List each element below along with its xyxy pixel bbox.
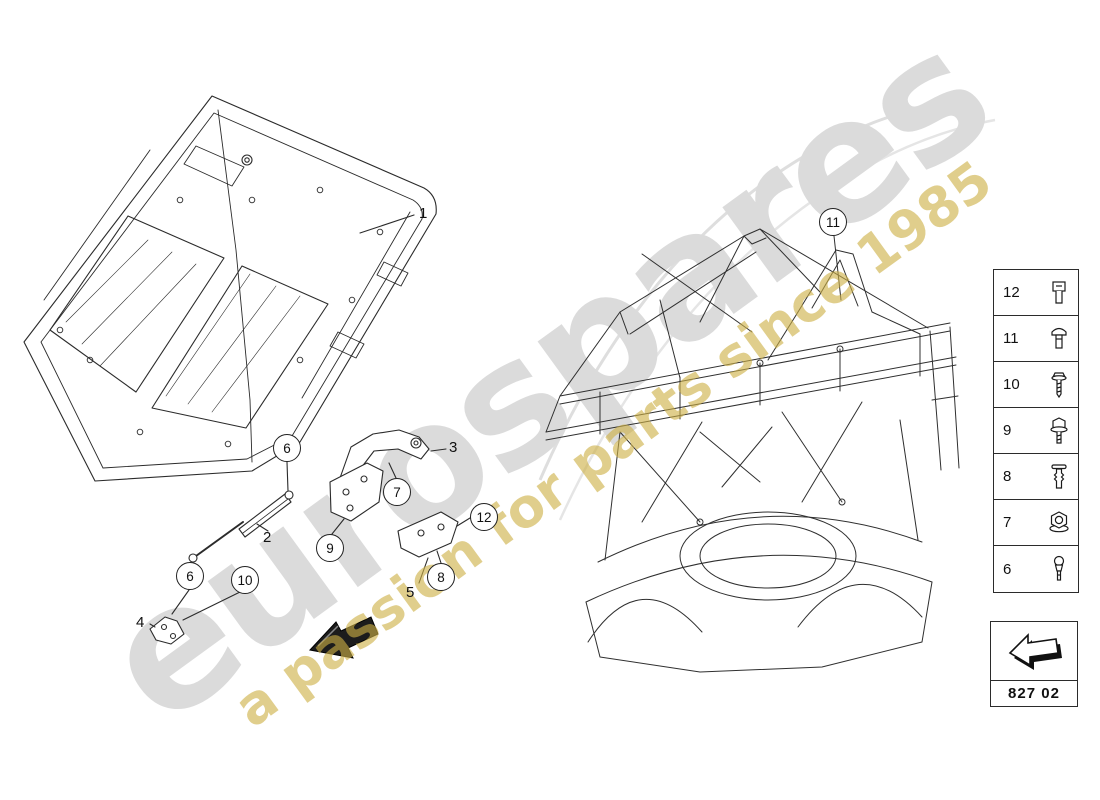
callout-6-bracket[interactable]: 6	[176, 562, 204, 590]
legend-row-9[interactable]: 9	[994, 408, 1078, 454]
legend-number: 6	[1003, 560, 1012, 578]
callout-3[interactable]: 3	[449, 439, 458, 456]
ball-stud-icon	[1047, 553, 1071, 585]
callout-7[interactable]: 7	[383, 478, 411, 506]
flange-nut-icon	[1047, 507, 1071, 539]
part-group-code: 827 02	[991, 680, 1077, 706]
part-group-box[interactable]: 827 02	[990, 621, 1078, 707]
chassis-drawing	[545, 228, 960, 673]
callout-8[interactable]: 8	[427, 563, 455, 591]
legend-row-6[interactable]: 6	[994, 546, 1078, 592]
legend-number: 10	[1003, 376, 1020, 393]
legend-row-11[interactable]: 11	[994, 316, 1078, 362]
legend-row-7[interactable]: 7	[994, 500, 1078, 546]
callout-10[interactable]: 10	[231, 566, 259, 594]
callout-2[interactable]: 2	[263, 529, 272, 546]
callout-5[interactable]: 5	[406, 584, 415, 601]
legend-row-8[interactable]: 8	[994, 454, 1078, 500]
callout-11[interactable]: 11	[819, 208, 847, 236]
legend-number: 12	[1003, 284, 1020, 301]
screw-icon	[1047, 369, 1071, 401]
legend-row-12[interactable]: 12	[994, 270, 1078, 316]
callout-1[interactable]: 1	[419, 205, 428, 222]
fastener-legend: 12 11 10	[993, 269, 1079, 593]
direction-wedge-icon	[309, 616, 379, 659]
flange-bolt-icon	[1047, 415, 1071, 447]
legend-number: 7	[1003, 514, 1012, 531]
legend-number: 8	[1003, 468, 1012, 485]
blind-rivet-icon	[1047, 323, 1071, 355]
legend-number: 9	[1003, 422, 1012, 439]
direction-arrow-icon	[991, 622, 1077, 680]
bonnet-drawing	[23, 95, 471, 659]
callout-12[interactable]: 12	[470, 503, 498, 531]
legend-number: 11	[1003, 330, 1019, 347]
callout-6-strut[interactable]: 6	[273, 434, 301, 462]
expanding-rivet-icon	[1047, 461, 1071, 493]
legend-row-10[interactable]: 10	[994, 362, 1078, 408]
callout-9[interactable]: 9	[316, 534, 344, 562]
callout-4[interactable]: 4	[136, 614, 145, 631]
retaining-clip-icon	[1047, 277, 1071, 309]
